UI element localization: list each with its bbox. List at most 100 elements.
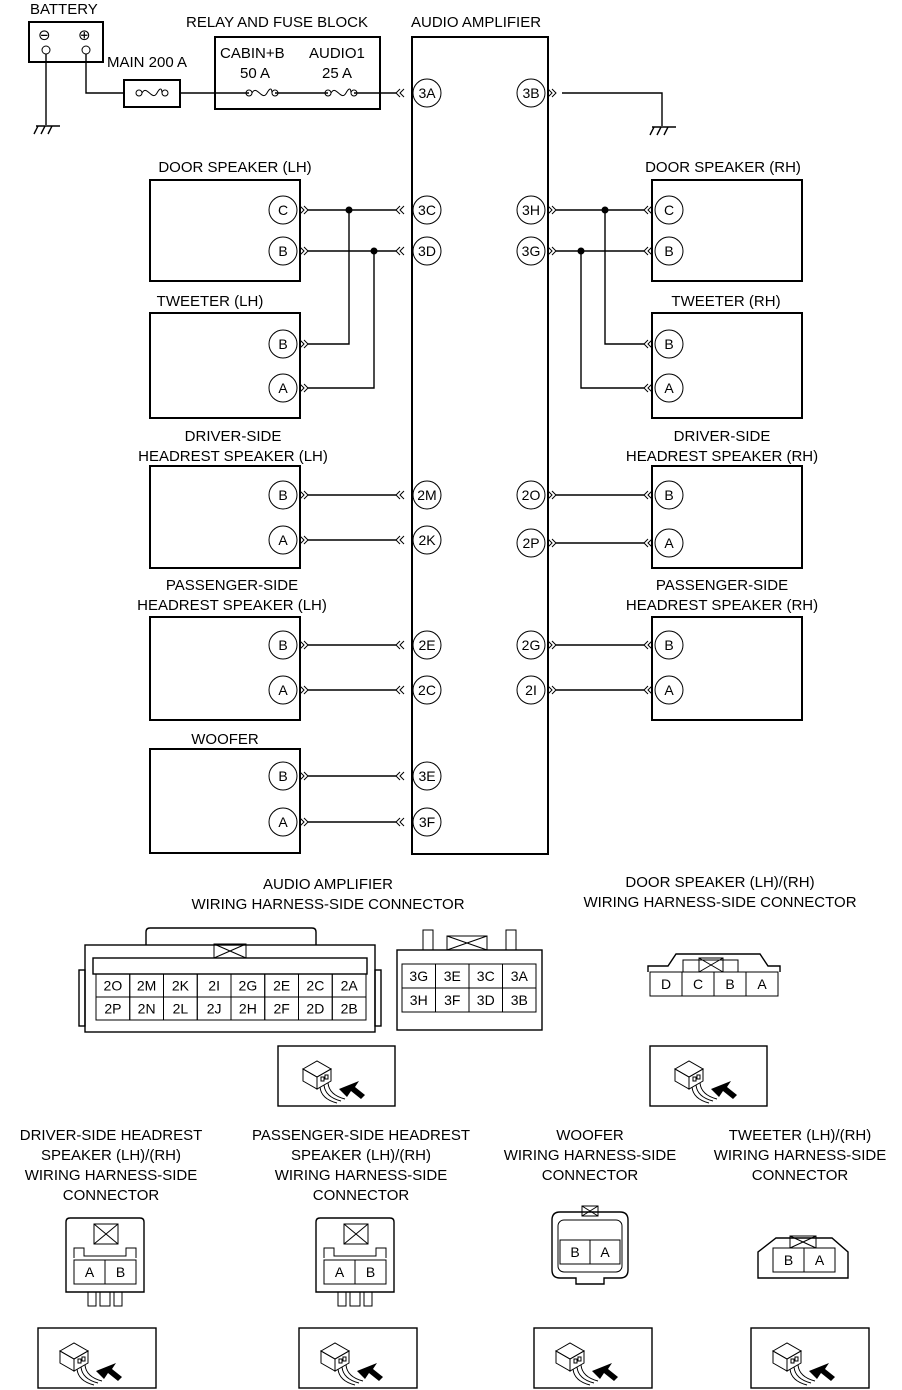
amp-conn-cell: 3C [468, 963, 503, 989]
connector-mark [299, 685, 309, 695]
svg-text:DRIVER-SIDE HEADREST: DRIVER-SIDE HEADREST [20, 1127, 203, 1144]
svg-text:HEADREST SPEAKER (RH): HEADREST SPEAKER (RH) [626, 597, 818, 614]
connector-mark [299, 246, 309, 256]
driver-lh-pin-b: B [268, 480, 298, 510]
svg-text:B: B [278, 243, 287, 259]
tweeter-lh-pin-a: A [268, 373, 298, 403]
amp-conn-cell: 3B [502, 987, 537, 1013]
connector-mark [547, 685, 557, 695]
svg-text:3E: 3E [444, 968, 461, 984]
relay-fuse-block: RELAY AND FUSE BLOCK CABIN+B 50 A AUDIO1… [186, 14, 381, 110]
wire [580, 251, 644, 389]
amp-pin-2g: 2G [516, 630, 546, 660]
amp-connector-title1: AUDIO AMPLIFIER [263, 876, 393, 893]
svg-text:HEADREST SPEAKER (LH): HEADREST SPEAKER (LH) [138, 448, 328, 465]
amp-pin-3b: 3B [516, 78, 546, 108]
amp-connector-title2: WIRING HARNESS-SIDE CONNECTOR [191, 896, 464, 913]
svg-text:2P: 2P [522, 535, 539, 551]
amp-pin-3e: 3E [412, 761, 442, 791]
connector-mark [299, 817, 309, 827]
svg-text:A: A [278, 532, 288, 548]
amp-conn-cell: 2M [129, 973, 164, 998]
view-direction-icon [772, 1342, 836, 1386]
door-conn-cell: B [713, 971, 747, 997]
ground-icon [33, 125, 61, 135]
amp-pin-2e: 2E [412, 630, 442, 660]
amp-connector-view: AUDIO AMPLIFIER WIRING HARNESS-SIDE CONN… [78, 876, 543, 1107]
svg-text:2F: 2F [273, 1001, 289, 1017]
amp-conn-cell: 2I [196, 973, 232, 998]
splice-dot [601, 206, 609, 214]
fuse2-name: AUDIO1 [309, 45, 365, 62]
wire [308, 251, 375, 389]
battery: BATTERY ⊖ ⊕ [28, 1, 104, 63]
svg-text:SPEAKER (LH)/(RH): SPEAKER (LH)/(RH) [291, 1147, 431, 1164]
svg-text:3F: 3F [444, 992, 460, 1008]
tweeter-lh-component: TWEETER (LH)BA [149, 293, 309, 419]
connector-mark [643, 383, 653, 393]
connector-mark [643, 640, 653, 650]
connector-mark [547, 246, 557, 256]
svg-text:PASSENGER-SIDE: PASSENGER-SIDE [166, 577, 298, 594]
svg-text:A: A [600, 1244, 610, 1260]
pass-rh-pin-b: B [654, 630, 684, 660]
svg-text:3H: 3H [522, 202, 540, 218]
svg-text:2G: 2G [239, 978, 258, 994]
door-lh-component: DOOR SPEAKER (LH)CB [149, 159, 312, 282]
amp-pin-2i: 2I [516, 675, 546, 705]
connector-mark [643, 339, 653, 349]
svg-text:B: B [278, 487, 287, 503]
svg-text:2M: 2M [417, 487, 436, 503]
svg-text:3C: 3C [477, 968, 495, 984]
svg-text:B: B [664, 243, 673, 259]
fuse1-name: CABIN+B [220, 45, 285, 62]
svg-text:2K: 2K [172, 978, 190, 994]
amp-pin-3a: 3A [412, 78, 442, 108]
connector-mark [547, 490, 557, 500]
amp-pin-3d: 3D [412, 236, 442, 266]
connector-mark [395, 246, 405, 256]
svg-text:CONNECTOR: CONNECTOR [752, 1167, 849, 1184]
svg-text:B: B [664, 487, 673, 503]
svg-text:A: A [757, 976, 767, 992]
svg-text:DRIVER-SIDE: DRIVER-SIDE [185, 428, 282, 445]
amp-pin-2o: 2O [516, 480, 546, 510]
passenger-conn-cell: A [323, 1259, 356, 1285]
fuse2-rating: 25 A [322, 65, 352, 82]
view-direction-icon [674, 1060, 738, 1104]
connector-mark [395, 640, 405, 650]
connector-mark [395, 685, 405, 695]
svg-text:2B: 2B [341, 1001, 358, 1017]
svg-text:2E: 2E [418, 637, 435, 653]
tweeter-conn-cell: B [772, 1247, 805, 1273]
connector-mark [643, 685, 653, 695]
amp-conn-cell: 2J [196, 996, 232, 1021]
fuse1-rating: 50 A [240, 65, 270, 82]
connector-mark [395, 205, 405, 215]
driver-rh-pin-a: A [654, 528, 684, 558]
relay-block-label: RELAY AND FUSE BLOCK [186, 14, 368, 31]
svg-text:A: A [335, 1264, 345, 1280]
connector-mark [299, 383, 309, 393]
svg-text:TWEETER (RH): TWEETER (RH) [671, 293, 780, 310]
svg-text:B: B [725, 976, 734, 992]
amp-conn-cell: 2O [95, 973, 131, 998]
wire [308, 210, 350, 345]
door-lh-pin-b: B [268, 236, 298, 266]
main-fuse-label: MAIN 200 A [107, 54, 187, 71]
amp-conn-cell: 3H [401, 987, 436, 1013]
battery-label: BATTERY [30, 1, 98, 18]
svg-text:WIRING HARNESS-SIDE: WIRING HARNESS-SIDE [275, 1167, 448, 1184]
door-conn-cell: D [649, 971, 683, 997]
driver-lh-component: DRIVER-SIDE HEADREST SPEAKER (LH) B A [138, 428, 328, 569]
main-fuse: MAIN 200 A [107, 54, 187, 108]
svg-text:2G: 2G [522, 637, 541, 653]
amp-conn-cell: 3E [435, 963, 470, 989]
view-direction-icon [302, 1060, 366, 1104]
driver-lh-pin-a: A [268, 525, 298, 555]
svg-text:WIRING HARNESS-SIDE: WIRING HARNESS-SIDE [504, 1147, 677, 1164]
